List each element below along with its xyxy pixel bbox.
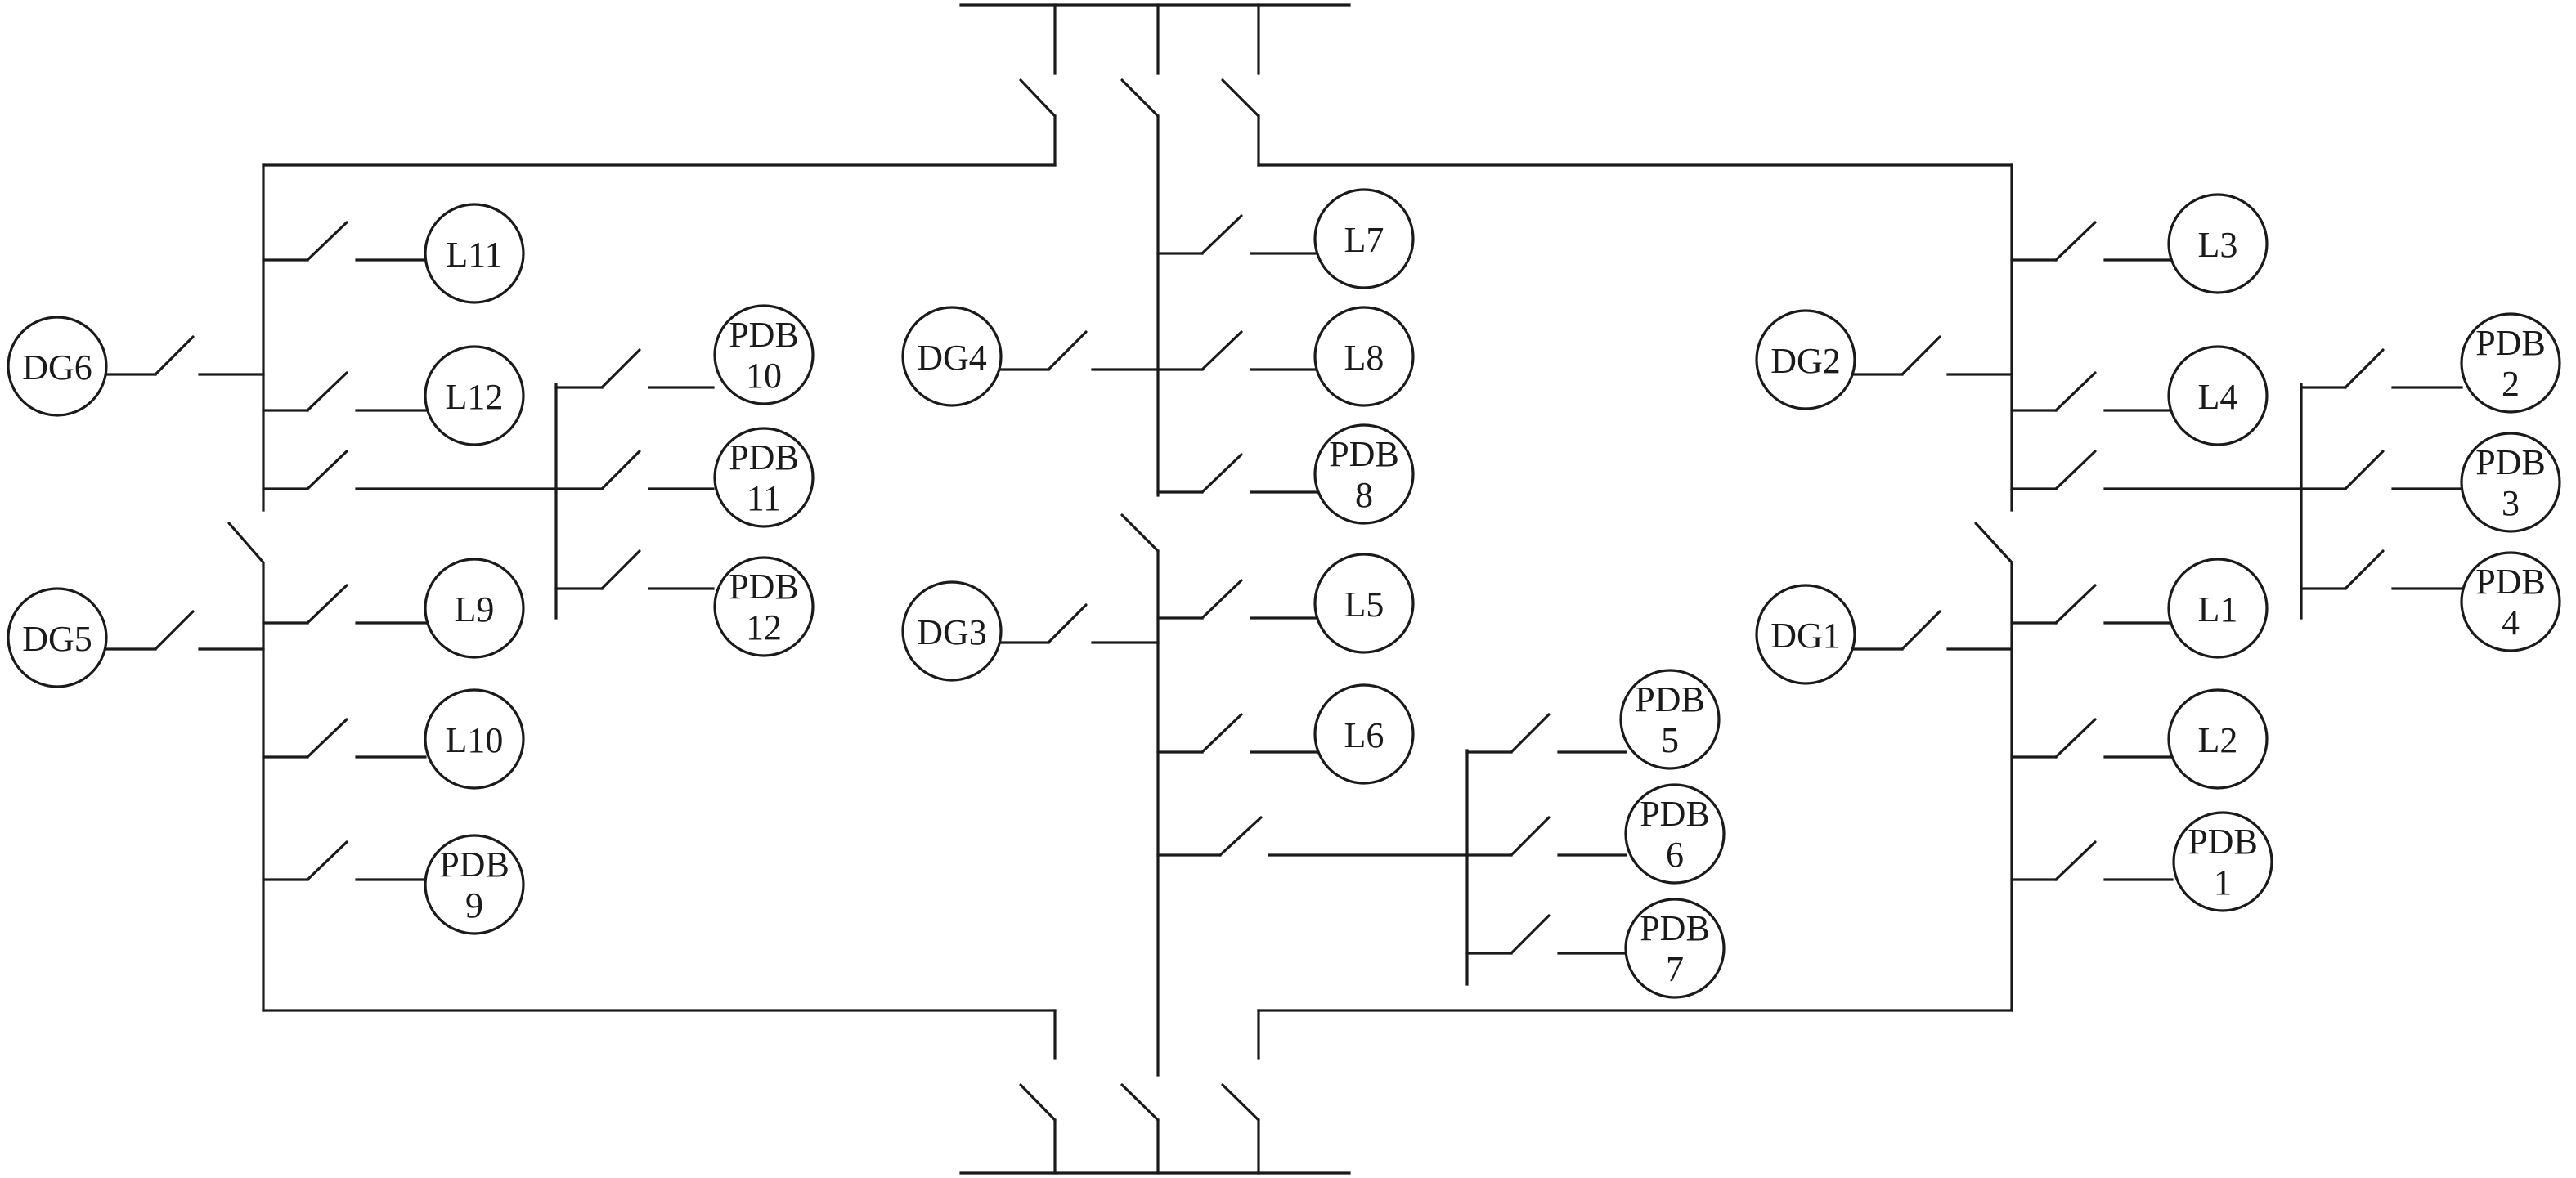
node-label-line1: PDB: [2475, 442, 2546, 482]
node-pdb6[interactable]: PDB 6: [1624, 783, 1726, 885]
node-pdb9[interactable]: PDB 9: [424, 834, 525, 935]
node-label: L3: [2198, 225, 2238, 265]
node-label-line1: PDB: [439, 844, 509, 885]
top-bus-switch-middle[interactable]: [1120, 78, 1160, 118]
nodes: DG6 DG5 DG4 DG3 DG2 DG1 L11 L12: [7, 188, 2561, 999]
node-label: L1: [2198, 589, 2238, 629]
node-label-line1: PDB: [1640, 794, 1710, 834]
node-l7[interactable]: L7: [1313, 188, 1415, 289]
node-label: L12: [446, 377, 504, 417]
node-label: L6: [1344, 715, 1384, 755]
node-l11[interactable]: L11: [424, 203, 525, 304]
node-l6[interactable]: L6: [1313, 683, 1415, 785]
node-label-line1: PDB: [2188, 822, 2258, 862]
node-label: DG1: [1770, 616, 1841, 656]
top-bus-switch-right[interactable]: [1221, 78, 1260, 118]
node-pdb12[interactable]: PDB 12: [713, 556, 815, 657]
node-label-line1: PDB: [2475, 562, 2546, 602]
node-dg5[interactable]: DG5: [7, 587, 108, 688]
node-dg3[interactable]: DG3: [901, 580, 1003, 682]
node-label: DG5: [22, 619, 92, 659]
node-l4[interactable]: L4: [2167, 345, 2269, 446]
node-pdb8[interactable]: PDB 8: [1313, 423, 1415, 525]
node-label-line2: 10: [746, 356, 782, 396]
node-label-line2: 7: [1666, 949, 1684, 989]
node-pdb10[interactable]: PDB 10: [713, 304, 815, 405]
node-l2[interactable]: L2: [2167, 688, 2269, 790]
node-label-line1: PDB: [1640, 908, 1710, 948]
node-label-line1: PDB: [729, 315, 799, 355]
top-bus-switch-left[interactable]: [1019, 78, 1057, 118]
node-label-line2: 12: [746, 607, 782, 647]
node-pdb3[interactable]: PDB 3: [2460, 432, 2561, 533]
node-label: L2: [2198, 720, 2238, 760]
node-label: L7: [1344, 220, 1384, 260]
node-dg1[interactable]: DG1: [1755, 584, 1856, 685]
left-bus-tie-switch[interactable]: [227, 522, 265, 564]
bottom-bus-switch-right[interactable]: [1221, 1083, 1260, 1122]
node-l5[interactable]: L5: [1313, 553, 1415, 654]
node-label-line1: PDB: [729, 567, 799, 607]
node-dg4[interactable]: DG4: [901, 306, 1003, 407]
node-label: DG4: [917, 338, 987, 378]
node-label: DG6: [22, 347, 92, 387]
node-label-line2: 4: [2502, 602, 2520, 643]
node-l9[interactable]: L9: [424, 558, 525, 659]
node-label-line2: 6: [1666, 835, 1684, 875]
node-l3[interactable]: L3: [2167, 193, 2269, 294]
right-bus-tie-switch[interactable]: [1974, 522, 2013, 564]
node-label: L10: [446, 720, 504, 760]
node-label: DG3: [917, 612, 987, 652]
node-pdb5[interactable]: PDB 5: [1619, 669, 1721, 770]
node-label: L8: [1344, 338, 1384, 378]
node-label-line1: PDB: [729, 437, 799, 477]
node-l1[interactable]: L1: [2167, 558, 2269, 659]
node-label-line2: 2: [2502, 364, 2520, 404]
node-l12[interactable]: L12: [424, 345, 525, 446]
node-label: DG2: [1770, 341, 1841, 381]
node-label-line2: 1: [2214, 862, 2232, 903]
node-label: L5: [1344, 585, 1384, 625]
node-label-line1: PDB: [2475, 323, 2546, 363]
node-pdb7[interactable]: PDB 7: [1624, 898, 1726, 999]
node-label: L11: [446, 235, 502, 275]
node-label: L4: [2198, 377, 2238, 417]
node-l10[interactable]: L10: [424, 688, 525, 790]
node-label-line1: PDB: [1329, 434, 1399, 474]
node-label-line2: 11: [747, 478, 781, 518]
node-dg2[interactable]: DG2: [1755, 309, 1856, 410]
node-label-line2: 9: [465, 885, 483, 925]
center-bus-tie-switch[interactable]: [1120, 513, 1160, 553]
node-pdb11[interactable]: PDB 11: [713, 427, 815, 528]
node-label-line1: PDB: [1635, 679, 1705, 719]
node-label-line2: 8: [1355, 475, 1373, 515]
bottom-bus-switch-left[interactable]: [1019, 1083, 1057, 1122]
node-label-line2: 3: [2502, 483, 2520, 523]
node-pdb2[interactable]: PDB 2: [2460, 312, 2561, 414]
node-pdb1[interactable]: PDB 1: [2172, 811, 2273, 912]
wiring: [105, 3, 2463, 1175]
node-pdb4[interactable]: PDB 4: [2460, 551, 2561, 652]
node-label: L9: [455, 589, 495, 629]
bottom-bus-switch-middle[interactable]: [1120, 1083, 1160, 1122]
node-label-line2: 5: [1661, 720, 1679, 760]
node-dg6[interactable]: DG6: [7, 316, 108, 417]
node-l8[interactable]: L8: [1313, 306, 1415, 407]
